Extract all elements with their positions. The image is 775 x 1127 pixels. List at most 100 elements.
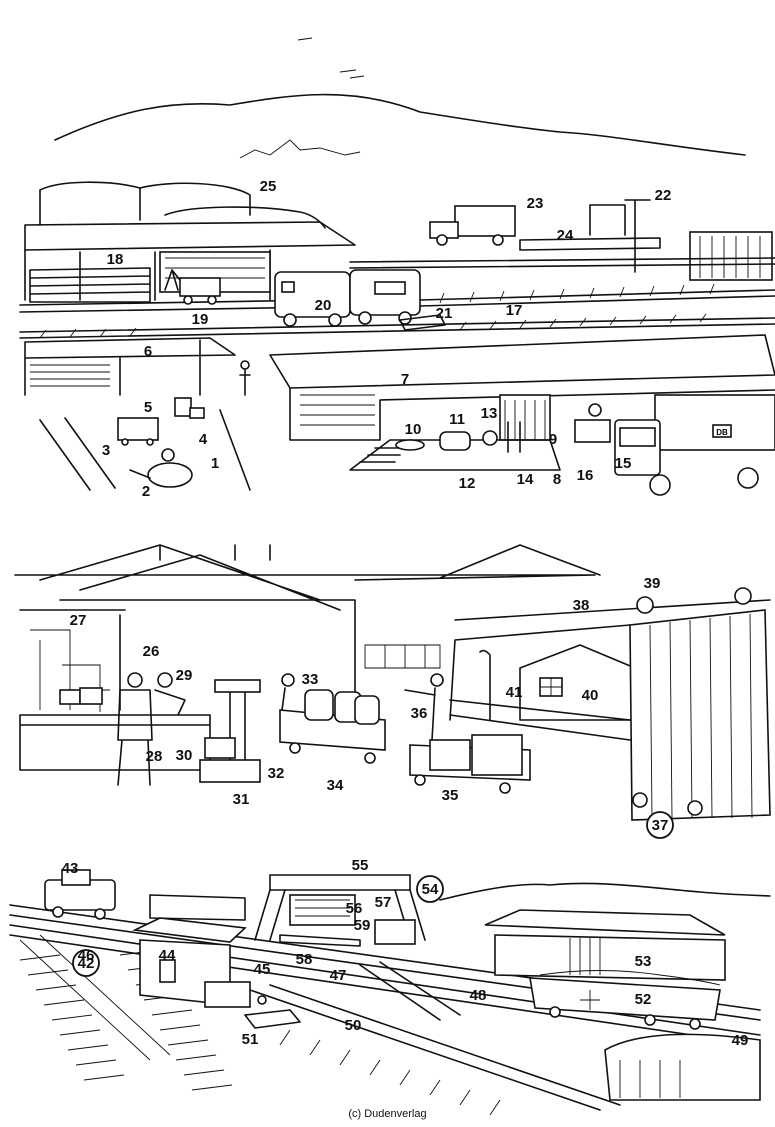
label-33: 33 (302, 671, 319, 688)
yard-building (519, 644, 636, 721)
weighing-scale (199, 679, 261, 783)
label-52: 52 (635, 991, 652, 1008)
label-27: 27 (70, 612, 87, 629)
label-30: 30 (176, 747, 193, 764)
far-hills (439, 882, 771, 901)
label-48: 48 (470, 987, 487, 1004)
panel-goods-station: DB (19, 37, 775, 496)
open-wagon (529, 970, 721, 1030)
yard-tracks (9, 904, 761, 1116)
label-6: 6 (144, 343, 152, 360)
label-4: 4 (199, 431, 208, 448)
goods-warehouse (484, 909, 726, 981)
label-51: 51 (242, 1031, 259, 1048)
label-circle-54 (416, 875, 444, 903)
label-12: 12 (459, 475, 476, 492)
label-17: 17 (506, 302, 523, 319)
forklift (574, 403, 611, 443)
platform-trailer (404, 673, 531, 794)
delivery-truck: DB (614, 394, 775, 496)
label-5: 5 (144, 399, 152, 416)
label-circle-37 (646, 811, 674, 839)
panel-marshalling-yard (9, 869, 771, 1116)
label-16: 16 (577, 467, 594, 484)
distant-hills (54, 93, 746, 156)
signal-box (132, 917, 251, 1008)
label-3: 3 (102, 442, 110, 459)
label-25: 25 (260, 178, 277, 195)
label-11: 11 (449, 411, 465, 428)
label-26: 26 (143, 643, 160, 660)
label-7: 7 (401, 371, 409, 388)
label-9: 9 (549, 431, 557, 448)
label-46: 46 (78, 947, 95, 964)
lorry (429, 205, 516, 246)
truck-logo: DB (716, 428, 728, 437)
label-38: 38 (573, 597, 590, 614)
shunting-locomotive (44, 869, 116, 920)
label-49: 49 (732, 1032, 749, 1049)
label-59: 59 (354, 917, 371, 934)
label-39: 39 (644, 575, 661, 592)
label-36: 36 (411, 705, 428, 722)
label-19: 19 (192, 311, 209, 328)
electric-truck (279, 673, 386, 764)
platform-canopy (24, 337, 236, 396)
electric-tractor (129, 448, 193, 488)
label-35: 35 (442, 787, 459, 804)
box-wagon (689, 231, 773, 281)
label-45: 45 (254, 961, 271, 978)
label-31: 31 (233, 791, 250, 808)
label-circle-42 (72, 949, 100, 977)
label-37: 37 (652, 817, 669, 834)
label-41: 41 (506, 684, 523, 701)
passenger-coach (604, 1033, 761, 1101)
label-10: 10 (405, 421, 422, 438)
label-28: 28 (146, 748, 163, 765)
label-43: 43 (62, 860, 79, 877)
stacked-goods (29, 267, 151, 303)
railcar-unit (274, 269, 421, 327)
railway-tracks (19, 257, 775, 339)
label-47: 47 (330, 967, 347, 984)
roof-trusses (14, 544, 601, 611)
goods-shed (269, 334, 775, 441)
gantry-crane (254, 874, 426, 947)
goods-shed-roof (24, 221, 356, 251)
label-50: 50 (345, 1017, 362, 1034)
label-55: 55 (352, 857, 369, 874)
label-24: 24 (557, 227, 574, 244)
label-42: 42 (78, 955, 95, 972)
copyright-credit: (c) Dudenverlag (348, 1108, 427, 1120)
warehouse-sheds (39, 181, 326, 229)
label-58: 58 (296, 951, 313, 968)
label-44: 44 (159, 947, 176, 964)
label-18: 18 (107, 251, 124, 268)
label-20: 20 (315, 297, 332, 314)
sliding-door (454, 587, 771, 821)
label-29: 29 (176, 667, 193, 684)
label-54: 54 (422, 881, 439, 898)
label-14: 14 (517, 471, 534, 488)
label-2: 2 (142, 483, 150, 500)
label-53: 53 (635, 953, 652, 970)
loading-gauge (589, 199, 651, 273)
label-56: 56 (346, 900, 363, 917)
label-40: 40 (582, 687, 599, 704)
rail-brake (244, 1009, 301, 1029)
clerk-figures (117, 672, 186, 786)
platform-truck (179, 277, 221, 297)
label-8: 8 (553, 471, 561, 488)
label-23: 23 (527, 195, 544, 212)
label-1: 1 (211, 455, 219, 472)
label-22: 22 (655, 187, 672, 204)
label-32: 32 (268, 765, 285, 782)
label-21: 21 (436, 305, 453, 322)
label-13: 13 (481, 405, 498, 422)
label-57: 57 (375, 894, 392, 911)
label-15: 15 (615, 455, 632, 472)
label-34: 34 (327, 777, 344, 794)
panel-goods-shed-interior (14, 544, 771, 821)
